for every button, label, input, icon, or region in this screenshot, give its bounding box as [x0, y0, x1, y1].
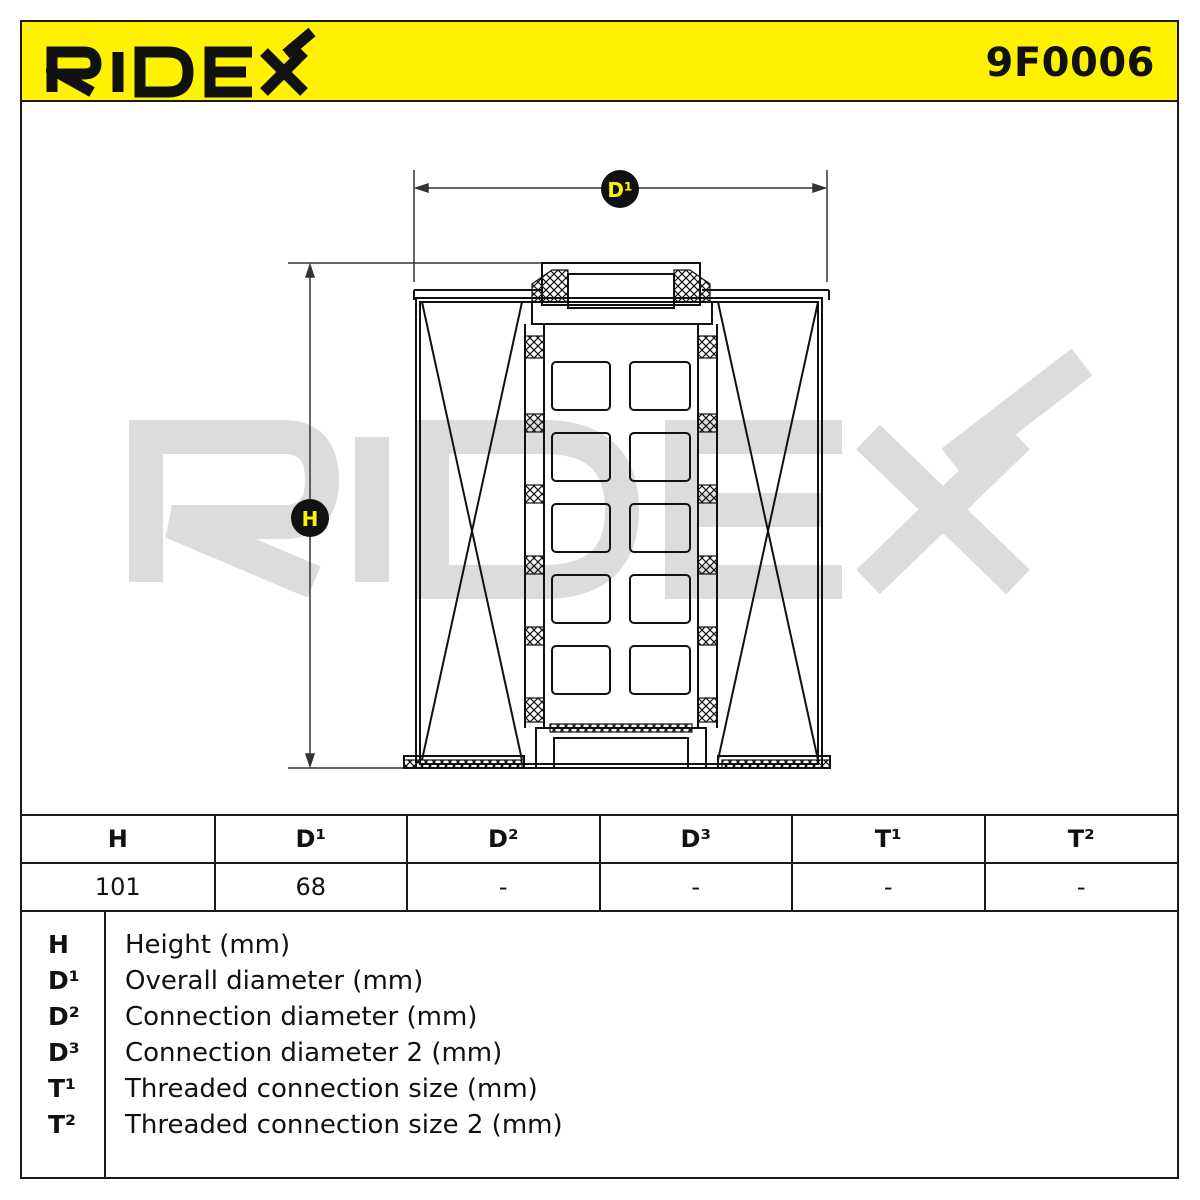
badge-h-circle	[291, 499, 329, 537]
legend-key: D³	[48, 1038, 80, 1067]
header-cell-d3: D³	[598, 814, 792, 863]
legend-description: Connection diameter 2 (mm)	[125, 1038, 503, 1068]
value-cell-d1: 68	[213, 862, 407, 910]
badge-d1-label: D¹	[607, 178, 632, 202]
value-cell-t2: -	[983, 862, 1177, 910]
legend-divider	[104, 912, 106, 1179]
filter-cross-section: D¹ H	[129, 170, 1093, 769]
ridex-watermark	[129, 348, 1093, 599]
technical-drawing: D¹ H	[22, 102, 1177, 814]
legend-row: T² Threaded connection size 2 (mm)	[22, 1110, 1177, 1146]
legend-description: Threaded connection size 2 (mm)	[125, 1110, 563, 1140]
legend-row: D² Connection diameter (mm)	[22, 1002, 1177, 1038]
header-cell-d2: D²	[406, 814, 600, 863]
legend-description: Height (mm)	[125, 930, 291, 960]
header-bar: 9F0006	[22, 22, 1177, 102]
legend-key: D¹	[48, 966, 80, 995]
legend: H Height (mm) D¹ Overall diameter (mm) D…	[22, 910, 1177, 1179]
legend-description: Overall diameter (mm)	[125, 966, 424, 996]
badge-d1-circle	[601, 170, 639, 208]
value-cell-d2: -	[406, 862, 600, 910]
header-cell-h: H	[22, 814, 215, 863]
product-sheet: 9F0006	[20, 20, 1179, 1179]
legend-description: Threaded connection size (mm)	[125, 1074, 538, 1104]
hatched-seals	[403, 269, 831, 769]
core-windows	[551, 361, 691, 695]
legend-description: Connection diameter (mm)	[125, 1002, 478, 1032]
badge-h-label: H	[302, 507, 319, 531]
legend-key: H	[48, 930, 69, 959]
legend-row: D¹ Overall diameter (mm)	[22, 966, 1177, 1002]
dimensions-value-row: 101 68 - - - -	[22, 862, 1177, 910]
dimensions-table: H D¹ D² D³ T¹ T² 101 68 - - - -	[22, 814, 1177, 910]
dimensions-header-row: H D¹ D² D³ T¹ T²	[22, 814, 1177, 863]
legend-row: H Height (mm)	[22, 930, 1177, 966]
legend-key: D²	[48, 1002, 80, 1031]
ridex-logo	[46, 28, 316, 98]
header-cell-t1: T¹	[791, 814, 985, 863]
value-cell-h: 101	[22, 862, 215, 910]
legend-row: D³ Connection diameter 2 (mm)	[22, 1038, 1177, 1074]
legend-row: T¹ Threaded connection size (mm)	[22, 1074, 1177, 1110]
value-cell-d3: -	[598, 862, 792, 910]
header-cell-t2: T²	[983, 814, 1177, 863]
filter-body	[403, 262, 831, 769]
legend-key: T²	[48, 1110, 77, 1139]
header-cell-d1: D¹	[213, 814, 407, 863]
part-number: 9F0006	[985, 40, 1155, 86]
value-cell-t1: -	[791, 862, 985, 910]
legend-key: T¹	[48, 1074, 77, 1103]
